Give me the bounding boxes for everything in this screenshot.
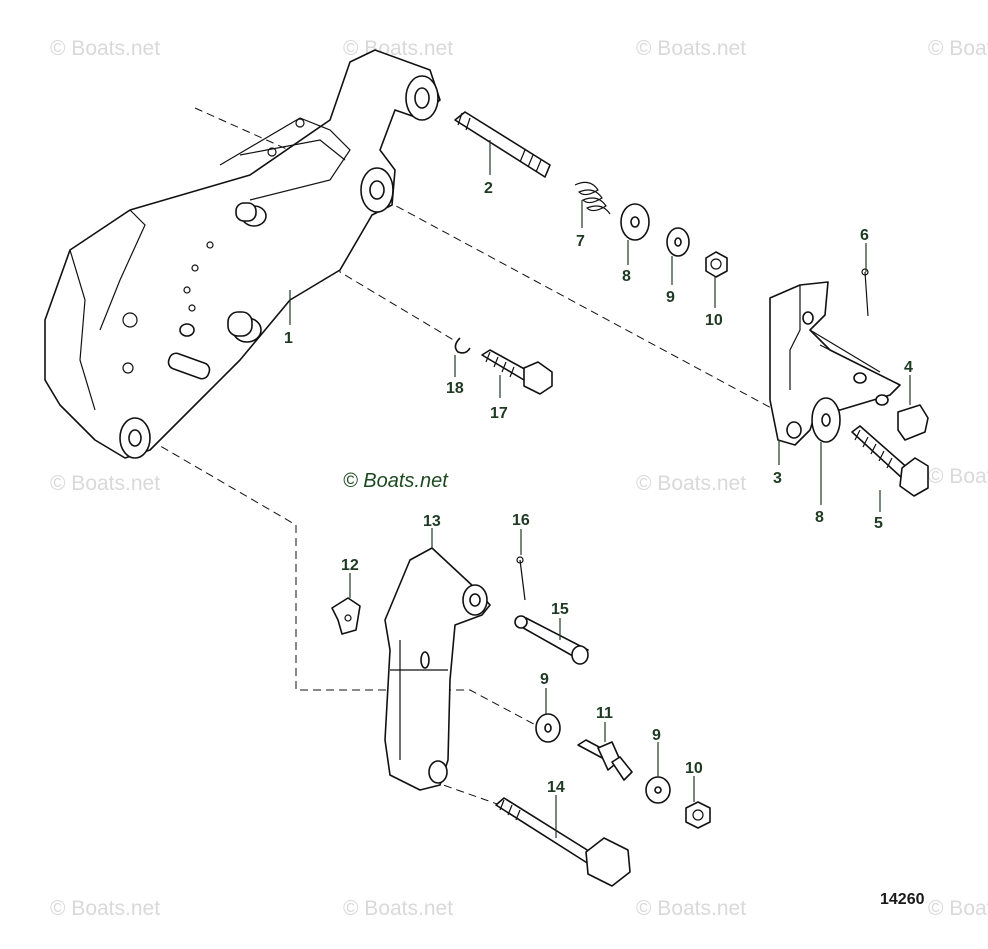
cap <box>897 404 929 441</box>
callout-label: 1 <box>284 330 293 347</box>
callout-label: 9 <box>652 727 661 744</box>
callout-label: 15 <box>551 601 569 618</box>
watermark: © Boats.net <box>928 897 988 920</box>
nut <box>685 801 711 829</box>
callout-label: 4 <box>904 359 913 376</box>
callout-label: 8 <box>815 509 824 526</box>
callout-label: 10 <box>685 760 703 777</box>
side-bracket <box>769 281 901 446</box>
watermark-layer: © Boats.net © Boats.net © Boats.net © Bo… <box>50 37 988 920</box>
clevis-pin <box>514 615 589 665</box>
callout-label: 7 <box>576 233 585 250</box>
watermark: © Boats.net <box>50 37 160 60</box>
washer <box>535 713 561 743</box>
callout-label: 5 <box>874 515 883 532</box>
watermark: © Boats.net <box>50 472 160 495</box>
callout-labels: 1 2 3 4 5 6 7 8 8 9 9 9 10 10 11 12 13 1… <box>284 180 913 796</box>
nut <box>705 251 728 278</box>
callout-label: 12 <box>341 557 359 574</box>
cotter-pin <box>516 556 526 601</box>
drawing-number: 14260 <box>880 891 925 908</box>
main-bracket <box>44 49 441 459</box>
callout-label: 8 <box>622 268 631 285</box>
washer <box>645 776 671 804</box>
callout-label: 18 <box>446 380 464 397</box>
lower-lever <box>384 547 491 791</box>
callout-label: 9 <box>540 671 549 688</box>
callout-label: 13 <box>423 513 441 530</box>
watermark: © Boats.net <box>636 472 746 495</box>
callout-label: 16 <box>512 512 530 529</box>
callout-label: 11 <box>596 705 613 722</box>
callout-label: 10 <box>705 312 723 329</box>
shaft-pin <box>454 111 551 178</box>
retaining-clip <box>454 337 471 354</box>
callout-label: 17 <box>490 405 508 422</box>
bolt <box>851 425 929 497</box>
leader-lines <box>289 140 911 838</box>
washer <box>811 397 841 443</box>
watermark: © Boats.net <box>636 897 746 920</box>
stud <box>577 739 633 781</box>
brand-mark: © Boats.net <box>343 470 449 492</box>
callout-label: 6 <box>860 227 869 244</box>
callout-label: 2 <box>484 180 493 197</box>
bolt <box>481 349 553 395</box>
callout-label: 3 <box>773 470 782 487</box>
lever-clip <box>331 597 361 635</box>
watermark: © Boats.net <box>928 37 988 60</box>
watermark: © Boats.net <box>50 897 160 920</box>
callout-label: 14 <box>547 779 565 796</box>
watermark: © Boats.net <box>928 465 988 488</box>
cotter-pin <box>861 268 869 317</box>
watermark: © Boats.net <box>343 897 453 920</box>
watermark: © Boats.net <box>636 37 746 60</box>
washer <box>620 203 650 241</box>
long-bolt <box>495 797 631 887</box>
callout-label: 9 <box>666 289 675 306</box>
washer <box>666 227 690 257</box>
spring <box>574 181 611 215</box>
